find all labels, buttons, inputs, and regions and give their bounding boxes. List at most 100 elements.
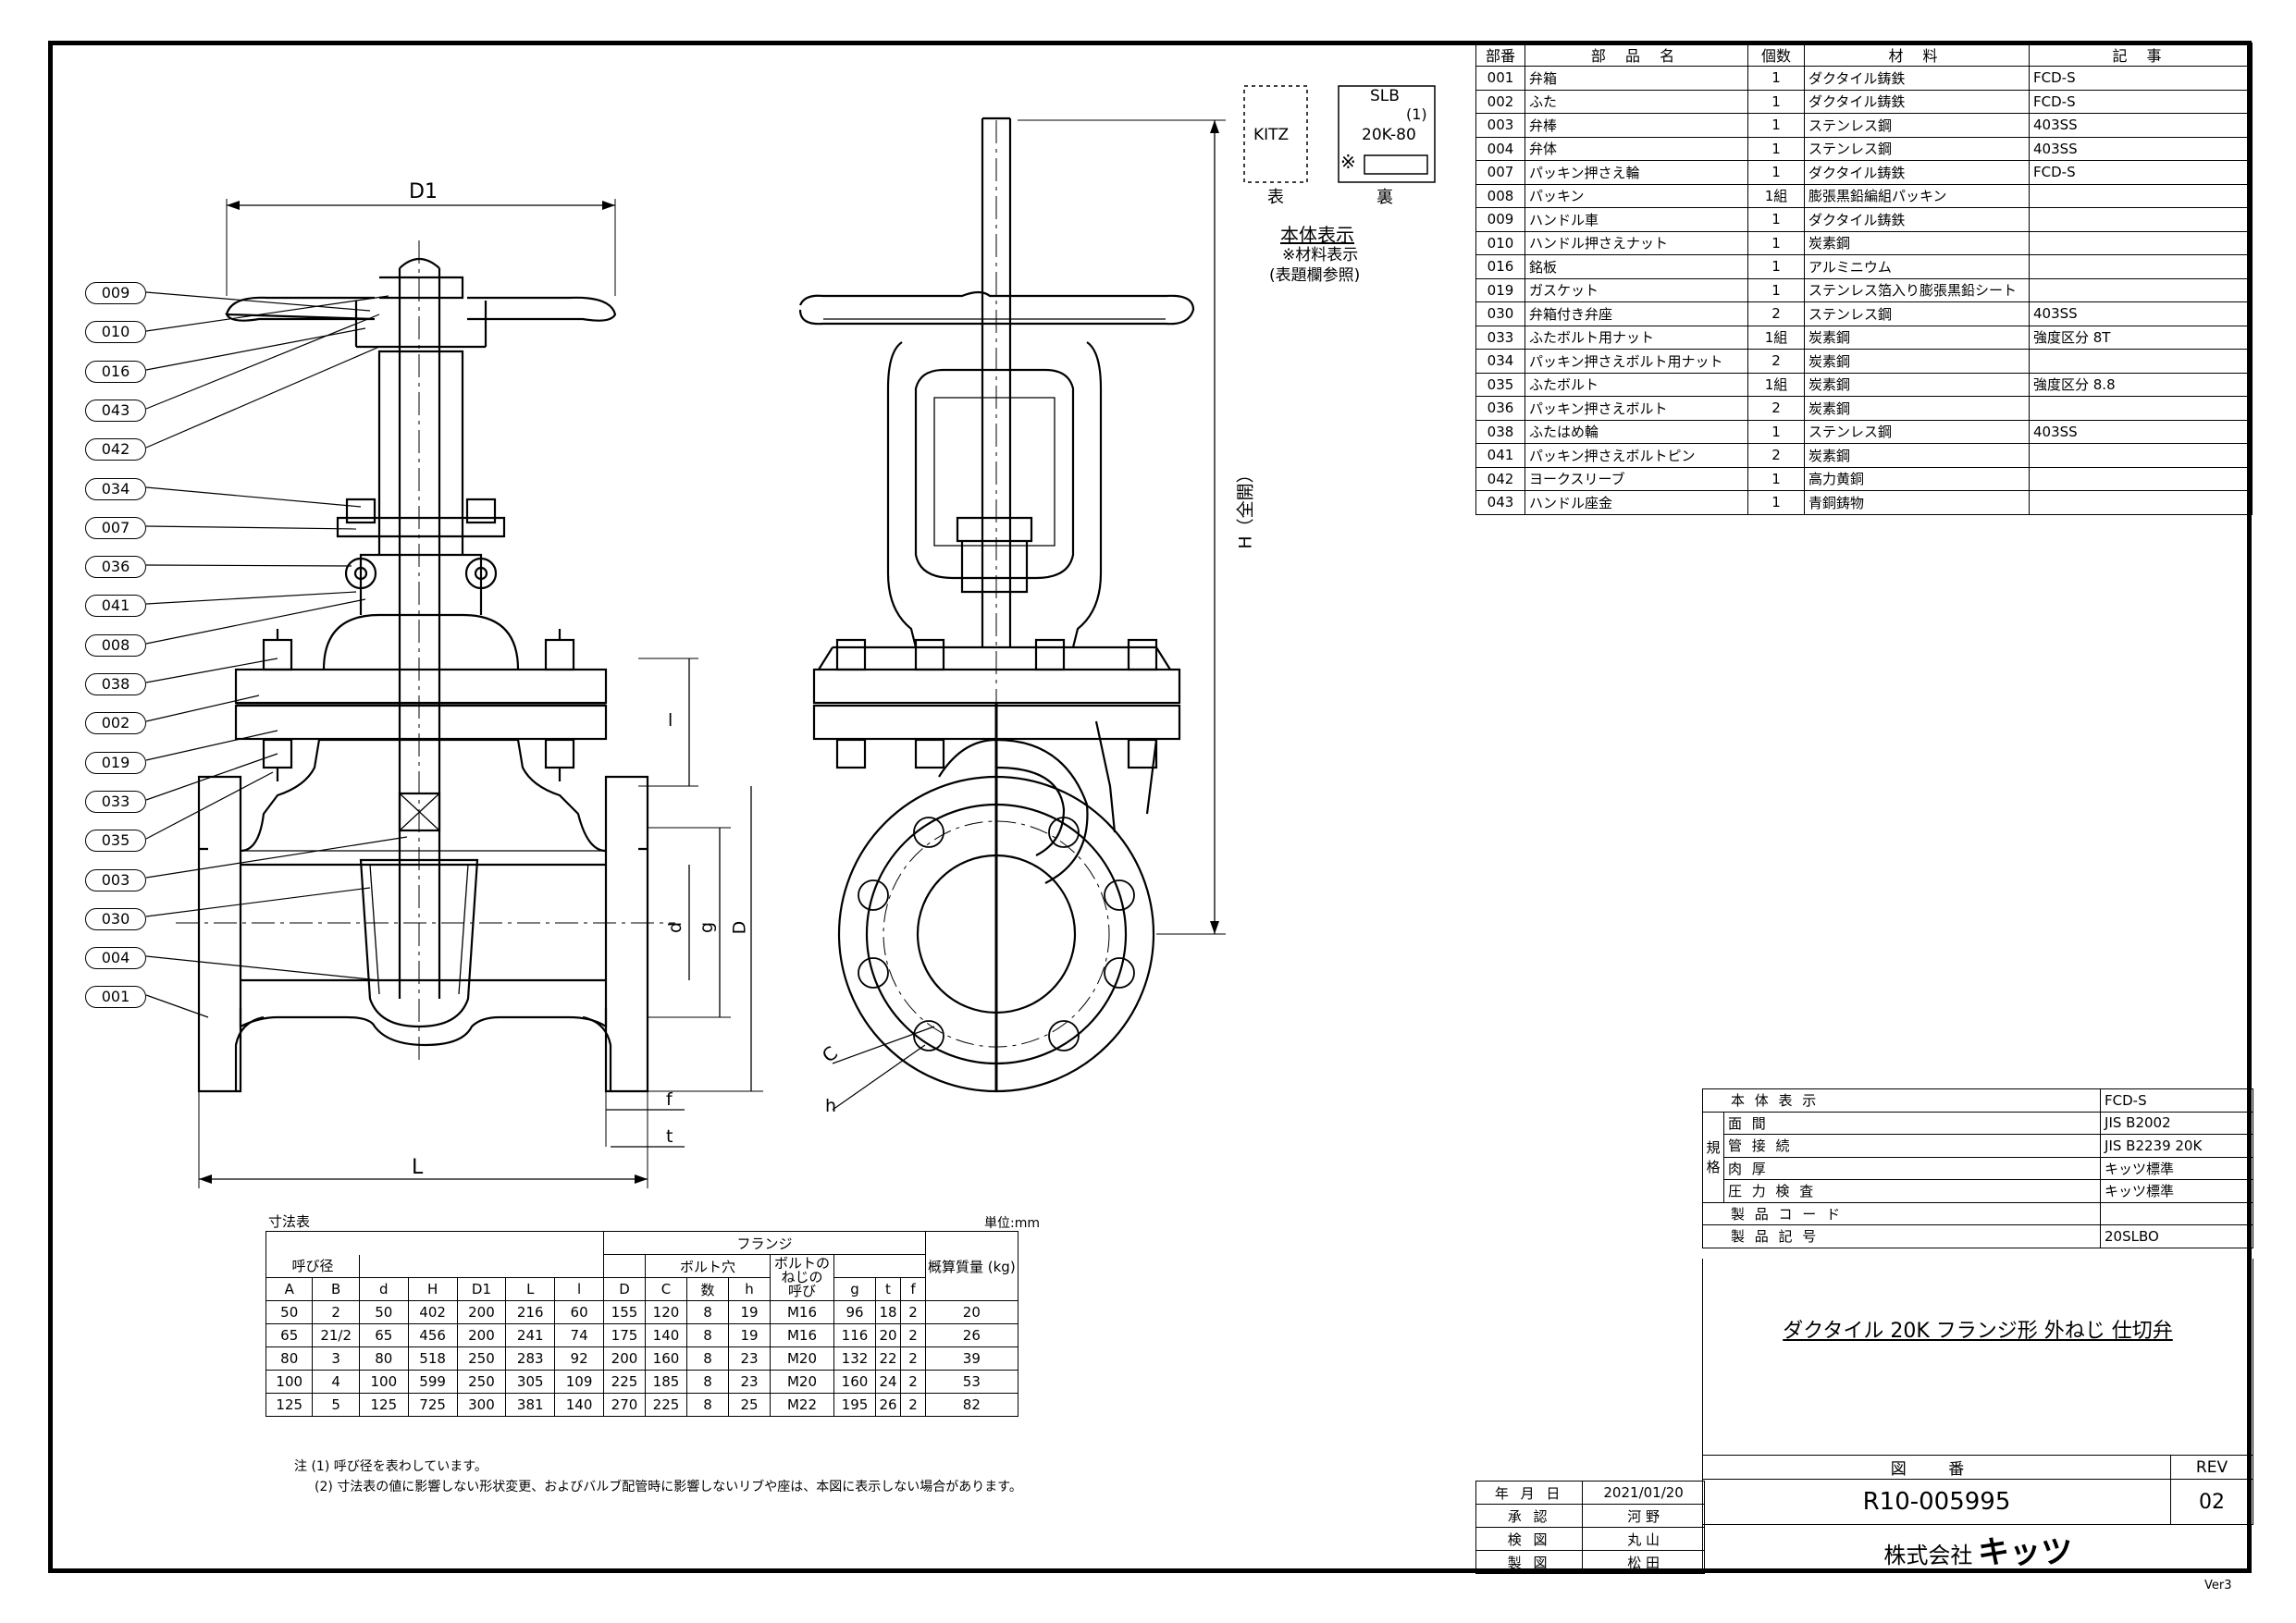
company-brand-logo: キッツ (1978, 1533, 2073, 1571)
dims-bolt-thread-header: ボルトの ねじの 呼び (770, 1254, 834, 1301)
dims-cell: 26 (925, 1323, 1018, 1347)
parts-cell: アルミニウム (1804, 254, 2030, 279)
parts-cell: 炭素鋼 (1804, 349, 2030, 374)
approval-row: 検 図丸 山 (1475, 1527, 1705, 1551)
rev-value: 02 (2170, 1479, 2253, 1525)
drawing-title: ダクタイル 20K フランジ形 外ねじ 仕切弁 (1783, 1320, 2173, 1343)
dims-header-row-2: 呼び径 ボルト穴 ボルトの ねじの 呼び (265, 1254, 1018, 1301)
parts-cell: 019 (1475, 277, 1525, 302)
parts-cell: 035 (1475, 372, 1525, 397)
parts-cell: 1 (1747, 66, 1805, 91)
dims-unit: 単位:mm (984, 1216, 1040, 1231)
parts-cell: 1 (1747, 490, 1805, 515)
parts-cell (2029, 277, 2253, 302)
marking-front-caption: 表 (1267, 188, 1284, 207)
drawing-number: R10-005995 (1702, 1479, 2171, 1525)
parts-cell: 1 (1747, 160, 1805, 185)
parts-header-qty: 個数 (1747, 43, 1805, 67)
dims-cell: 140 (645, 1323, 687, 1347)
dims-cell: 402 (407, 1300, 458, 1324)
parts-cell: 炭素鋼 (1804, 230, 2030, 255)
dims-nominal: 呼び径 (265, 1254, 360, 1278)
parts-cell: 1 (1747, 230, 1805, 255)
parts-cell: 2 (1747, 301, 1805, 326)
parts-cell: 1組 (1747, 183, 1805, 208)
dims-cell: 140 (554, 1393, 604, 1417)
dims-cell: 599 (407, 1370, 458, 1394)
parts-cell: 1 (1747, 419, 1805, 444)
approval-value: 2021/01/20 (1582, 1481, 1705, 1505)
dim-h-small-label: h (825, 1096, 837, 1116)
dims-note2: (2) 寸法表の値に影響しない形状変更、およびバルブ配管時に影響しないリブや座は… (315, 1480, 1022, 1494)
marking-boxes (1243, 85, 1436, 183)
parts-cell (2029, 466, 2253, 491)
dims-cell: 8 (686, 1346, 729, 1371)
parts-cell: ステンレス箔入り膨張黒鉛シート (1804, 277, 2030, 302)
dim-t-label: t (666, 1126, 673, 1147)
callout-balloon: 001 (85, 986, 146, 1009)
dims-column-header: C (645, 1277, 687, 1301)
parts-cell: ふたボルト (1524, 372, 1748, 397)
dim-g-label: g (697, 921, 718, 934)
parts-cell: 403SS (2029, 301, 2253, 326)
spec-standard-value: キッツ標準 (2100, 1156, 2253, 1180)
dims-cell: 241 (505, 1323, 556, 1347)
dims-group-flange: フランジ (603, 1231, 926, 1255)
dim-d1-label: D1 (409, 180, 438, 203)
dims-cell: 8 (686, 1393, 729, 1417)
approval-label: 検 図 (1475, 1527, 1584, 1551)
parts-cell: 403SS (2029, 113, 2253, 138)
parts-cell: ステンレス鋼 (1804, 136, 2030, 161)
approval-value: 河 野 (1582, 1504, 1705, 1528)
spec-standard-row: 肉 厚キッツ標準 (1703, 1156, 2253, 1180)
marking-front-text: KITZ (1253, 126, 1290, 144)
dims-cell: 26 (875, 1393, 901, 1417)
dims-column-header: d (358, 1277, 409, 1301)
parts-cell: 034 (1475, 349, 1525, 374)
dims-cell: M22 (770, 1393, 834, 1417)
parts-cell: 青銅鋳物 (1804, 490, 2030, 515)
dims-cell: 125 (265, 1393, 314, 1417)
dims-cell: 200 (603, 1346, 646, 1371)
parts-cell: 炭素鋼 (1804, 443, 2030, 468)
approval-label: 承 認 (1475, 1504, 1584, 1528)
parts-cell: ダクタイル鋳鉄 (1804, 89, 2030, 114)
dims-cell: 283 (505, 1346, 556, 1371)
dims-cell: 2 (900, 1393, 926, 1417)
parts-cell: 038 (1475, 419, 1525, 444)
parts-cell (2029, 254, 2253, 279)
callout-balloon: 042 (85, 438, 146, 461)
dims-cell: 200 (456, 1323, 507, 1347)
parts-cell (2029, 490, 2253, 515)
dims-cell: 21/2 (312, 1323, 360, 1347)
parts-cell: ふたボルト用ナット (1524, 325, 1748, 350)
dims-cell: 175 (603, 1323, 646, 1347)
parts-cell: ハンドル押さえナット (1524, 230, 1748, 255)
dims-cell: M16 (770, 1323, 834, 1347)
marking-note2: (表題欄参照) (1269, 266, 1361, 285)
spec-body-value: FCD-S (2100, 1088, 2253, 1113)
dims-cell: 155 (603, 1300, 646, 1324)
parts-cell: FCD-S (2029, 66, 2253, 91)
dims-cell: 23 (728, 1370, 771, 1394)
callout-balloon: 004 (85, 947, 146, 970)
dims-cell: 53 (925, 1370, 1018, 1394)
dims-cell: 195 (833, 1393, 876, 1417)
dims-cell: 4 (312, 1370, 360, 1394)
spec-symbol-label: 製 品 記 号 (1701, 1224, 2102, 1248)
approval-label: 製 図 (1475, 1550, 1584, 1574)
marking-back-line2: (1) (1406, 105, 1427, 123)
dims-cell: 125 (358, 1393, 409, 1417)
parts-cell: 002 (1475, 89, 1525, 114)
parts-cell: 強度区分 8T (2029, 325, 2253, 350)
parts-cell: 1 (1747, 113, 1805, 138)
